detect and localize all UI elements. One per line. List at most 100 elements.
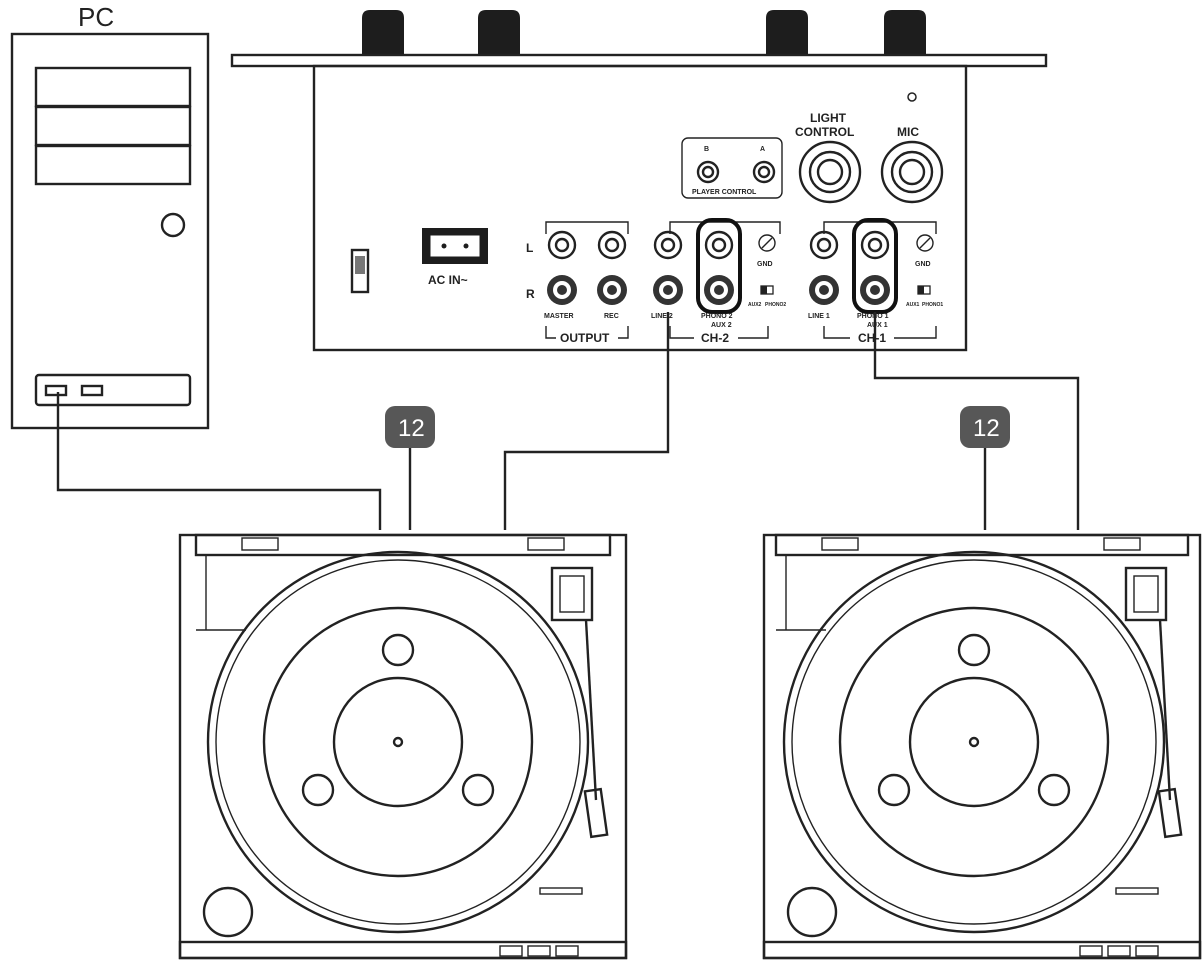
knob-2 bbox=[478, 10, 520, 55]
mic-label: MIC bbox=[897, 125, 919, 139]
player-control-a-inner bbox=[757, 165, 771, 179]
ch1-switch-left: AUX1 bbox=[906, 302, 920, 308]
output-bracket-top bbox=[545, 221, 629, 234]
right-label: R bbox=[526, 287, 535, 301]
light-control-label-1: LIGHT bbox=[810, 111, 847, 125]
phono2-highlight bbox=[696, 218, 742, 314]
turntable-left-tonearm-pivot bbox=[559, 575, 585, 613]
phono2-label: PHONO 2 bbox=[701, 313, 733, 320]
line2-label: LINE 2 bbox=[651, 313, 673, 320]
line1-r-pin bbox=[819, 285, 829, 295]
light-control-jack-ring bbox=[808, 150, 852, 194]
master-l-jack-inner bbox=[554, 237, 570, 253]
turntable-right-hinge-2 bbox=[1103, 537, 1141, 551]
turntable-right-base bbox=[762, 940, 1202, 960]
knob-group bbox=[362, 10, 926, 55]
mixer: AC IN~ L R MASTER REC OUTPUT B A bbox=[230, 10, 1048, 352]
drive-bay-1 bbox=[34, 66, 192, 108]
channel-2: GND AUX2 PHONO2 LINE 2 PHONO 2 AUX 2 CH-… bbox=[651, 218, 786, 345]
output-bracket-bottom bbox=[545, 326, 629, 339]
master-r-jack-pin bbox=[557, 285, 567, 295]
turntable-right-tonearm-pivot bbox=[1133, 575, 1159, 613]
gnd2-label: GND bbox=[757, 261, 773, 268]
ch1-bracket-bottom bbox=[823, 326, 937, 339]
player-control-a-label: A bbox=[760, 146, 765, 153]
ch2-switch-left: AUX2 bbox=[748, 302, 762, 308]
usb-panel bbox=[34, 373, 192, 407]
turntable-right-foot-knob bbox=[786, 886, 838, 938]
player-control-box bbox=[681, 137, 783, 199]
turntable-right-hole-left bbox=[877, 773, 911, 807]
turntable-left-button-3 bbox=[555, 945, 579, 957]
turntable-left-hinge-2 bbox=[527, 537, 565, 551]
turntable-left-foot-knob bbox=[202, 886, 254, 938]
player-control-b-inner bbox=[701, 165, 715, 179]
power-switch bbox=[350, 248, 370, 294]
player-control-a-jack bbox=[752, 160, 776, 184]
turntable-right-platter-edge bbox=[791, 559, 1157, 925]
turntable-right-label-area bbox=[908, 676, 1040, 808]
light-control-jack-inner bbox=[816, 158, 844, 186]
drive-bay-2 bbox=[34, 105, 192, 147]
mic-jack bbox=[880, 140, 944, 204]
badge-right-bg bbox=[960, 406, 1010, 448]
ac-in-label: AC IN~ bbox=[428, 273, 468, 287]
master-l-jack bbox=[547, 230, 577, 260]
ch2-cable bbox=[503, 312, 670, 530]
mic: MIC bbox=[880, 92, 944, 204]
turntable-left-label-area bbox=[332, 676, 464, 808]
mic-jack-inner bbox=[898, 158, 926, 186]
turntable-right-hole-right bbox=[1037, 773, 1071, 807]
usb-cable bbox=[56, 392, 382, 530]
turntable-right-lid-hinge bbox=[774, 533, 1190, 557]
mixer-top-plate bbox=[230, 53, 1048, 68]
gnd1-screw bbox=[916, 234, 934, 252]
turntable-left-platter-edge bbox=[215, 559, 581, 925]
turntable-right-tonearm-base bbox=[1124, 566, 1168, 622]
aux2-label: AUX 2 bbox=[711, 322, 732, 329]
line1-l-inner bbox=[816, 237, 832, 253]
turntable-left-lid-hinge bbox=[194, 533, 612, 557]
ac-pin-2 bbox=[463, 243, 469, 249]
line2-r-pin bbox=[663, 285, 673, 295]
output-jacks: MASTER REC OUTPUT bbox=[544, 221, 629, 345]
turntable-right-hinge-1 bbox=[821, 537, 859, 551]
power-button bbox=[160, 212, 186, 238]
ac-pin-1 bbox=[441, 243, 447, 249]
turntable-left-hole-left bbox=[301, 773, 335, 807]
pc-case bbox=[10, 32, 210, 430]
left-label: L bbox=[526, 241, 533, 255]
turntable-left-tonearm-base bbox=[550, 566, 594, 622]
gnd2-screw bbox=[758, 234, 776, 252]
channel-1: GND AUX1 PHONO1 LINE 1 PHONO 1 AUX 1 CH-… bbox=[808, 218, 943, 345]
badge-right-text: 12 bbox=[973, 415, 1000, 442]
ac-in-inner bbox=[429, 234, 481, 258]
line2-l-jack bbox=[653, 230, 683, 260]
turntable-right-button-1 bbox=[1079, 945, 1103, 957]
turntable-right-platter-outer bbox=[782, 550, 1166, 934]
line1-label: LINE 1 bbox=[808, 313, 830, 320]
phono2-l-inner bbox=[711, 237, 727, 253]
turntable-right-platter-mat bbox=[838, 606, 1110, 878]
pc-tower: PC bbox=[10, 2, 210, 430]
ch2-switch-knob bbox=[761, 286, 767, 294]
rec-l-jack-inner bbox=[604, 237, 620, 253]
rec-l-jack bbox=[597, 230, 627, 260]
turntable-left-button-1 bbox=[499, 945, 523, 957]
turntable-left-headshell bbox=[583, 787, 609, 839]
mic-jack-ring bbox=[890, 150, 934, 194]
turntable-right bbox=[762, 533, 1202, 960]
turntable-right-button-2 bbox=[1107, 945, 1131, 957]
phono1-l-inner bbox=[867, 237, 883, 253]
rec-r-jack-pin bbox=[607, 285, 617, 295]
power-switch-toggle bbox=[355, 256, 365, 274]
phono1-r-pin bbox=[870, 285, 880, 295]
ch1-label: CH-1 bbox=[858, 331, 886, 345]
turntable-right-button-3 bbox=[1135, 945, 1159, 957]
light-control: LIGHT CONTROL bbox=[795, 111, 862, 204]
ch1-cable bbox=[873, 312, 1080, 530]
turntable-left-spindle bbox=[392, 736, 404, 748]
aux1-label: AUX 1 bbox=[867, 322, 888, 329]
turntable-left-hole-top bbox=[381, 633, 415, 667]
turntable-left-speed-lever bbox=[539, 887, 583, 895]
